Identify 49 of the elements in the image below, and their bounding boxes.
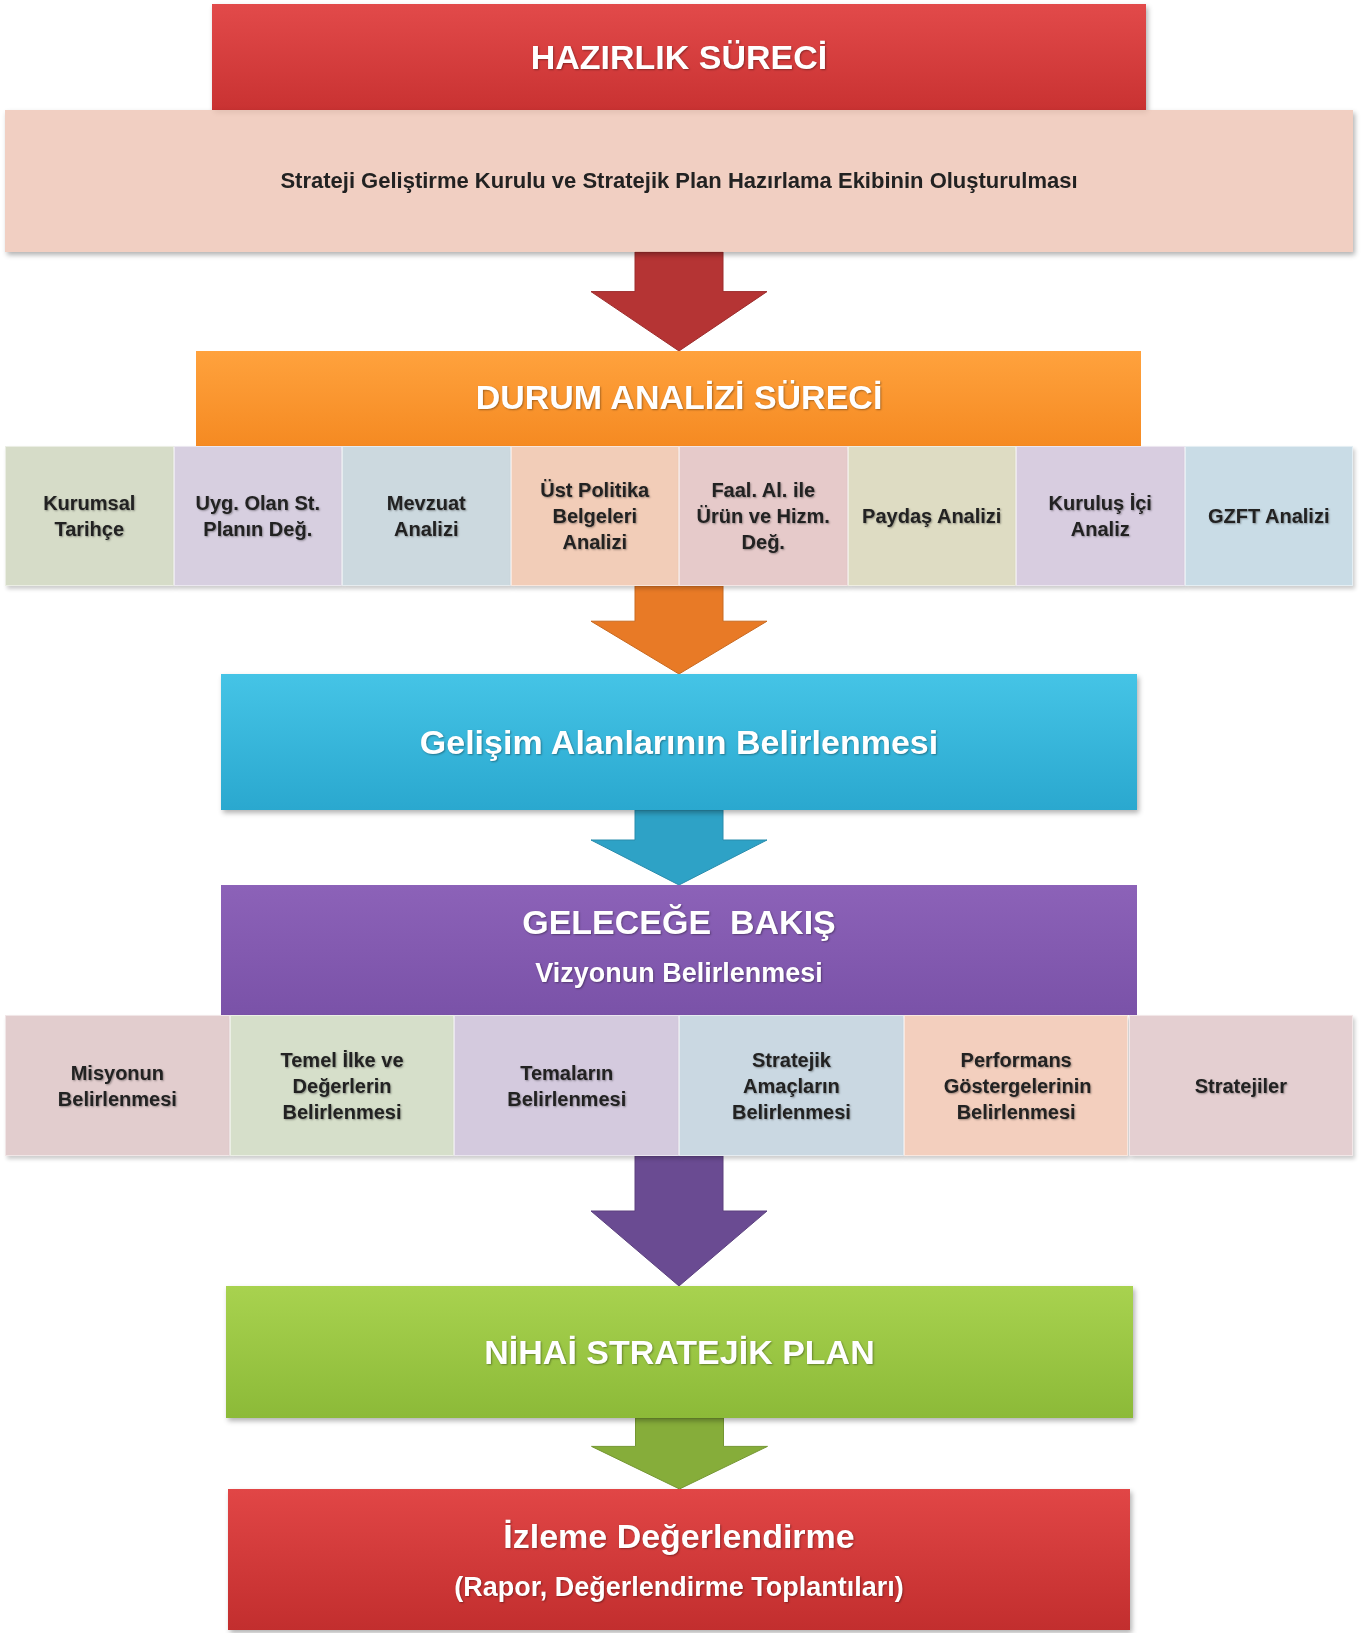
analysis-cell bbox=[173, 446, 342, 586]
block-arrow bbox=[590, 809, 768, 886]
step-cell bbox=[5, 1015, 230, 1156]
heading-text: Kuruluş İçi Analiz bbox=[1047, 491, 1153, 542]
heading-text: Performans Göstergelerinin Belirlenmesi bbox=[943, 1047, 1089, 1125]
process-box bbox=[228, 1489, 1130, 1630]
header-box bbox=[212, 4, 1146, 110]
heading-text: Temel İlke ve Değerlerin Belirlenmesi bbox=[279, 1047, 405, 1125]
analysis-cell bbox=[1184, 446, 1353, 586]
block-arrow bbox=[590, 251, 768, 352]
process-group bbox=[5, 885, 1353, 1156]
heading-text: İzleme Değerlendirme bbox=[503, 1516, 855, 1556]
heading-text: Paydaş Analizi bbox=[862, 504, 1002, 529]
heading-text: Strateji Geliştirme Kurulu ve Stratejik Plan Hazırlama Ekibinin Oluşturulması bbox=[280, 168, 1078, 194]
analysis-cell bbox=[679, 446, 848, 586]
heading-text: Uyg. Olan St. Planın Değ. bbox=[194, 491, 321, 542]
step-cell bbox=[679, 1015, 904, 1156]
process-band bbox=[5, 110, 1353, 252]
subheading-text: Vizyonun Belirlenmesi bbox=[535, 958, 823, 989]
heading-text: Kurumsal Tarihçe bbox=[42, 491, 137, 542]
heading-text: Mevzuat Analizi bbox=[385, 491, 467, 542]
analysis-cell bbox=[342, 446, 511, 586]
step-cell bbox=[454, 1015, 680, 1156]
analysis-cell bbox=[5, 446, 174, 586]
process-box bbox=[226, 1286, 1133, 1418]
heading-text: Temaların Belirlenmesi bbox=[506, 1060, 628, 1112]
analysis-cell bbox=[847, 446, 1016, 586]
heading-text: Gelişim Alanlarının Belirlenmesi bbox=[419, 722, 939, 762]
block-arrow bbox=[590, 585, 768, 675]
heading-text: Stratejik Amaçların Belirlenmesi bbox=[730, 1047, 852, 1125]
heading-text: DURUM ANALİZİ SÜRECİ bbox=[475, 378, 883, 417]
heading-text: Stratejiler bbox=[1194, 1073, 1287, 1099]
heading-text: GZFT Analizi bbox=[1208, 504, 1330, 529]
analysis-cell bbox=[1016, 446, 1185, 586]
process-box bbox=[221, 674, 1137, 810]
step-cell bbox=[229, 1015, 455, 1156]
heading-text: HAZIRLIK SÜRECİ bbox=[530, 37, 828, 77]
step-cell bbox=[903, 1015, 1129, 1156]
heading-text: NİHAİ STRATEJİK PLAN bbox=[484, 1332, 875, 1372]
heading-text: Faal. Al. ile Ürün ve Hizm. Değ. bbox=[695, 478, 831, 555]
heading-text: Misyonun Belirlenmesi bbox=[56, 1060, 178, 1112]
process-group bbox=[5, 351, 1353, 586]
heading-text: Üst Politika Belgeleri Analizi bbox=[539, 478, 651, 555]
step-cell bbox=[1128, 1015, 1354, 1156]
heading-text: GELECEĞE BAKIŞ bbox=[522, 903, 836, 942]
analysis-cell bbox=[510, 446, 679, 586]
subheading-text: (Rapor, Değerlendirme Toplantıları) bbox=[454, 1571, 904, 1603]
block-arrow bbox=[591, 1417, 768, 1490]
block-arrow bbox=[590, 1155, 768, 1287]
